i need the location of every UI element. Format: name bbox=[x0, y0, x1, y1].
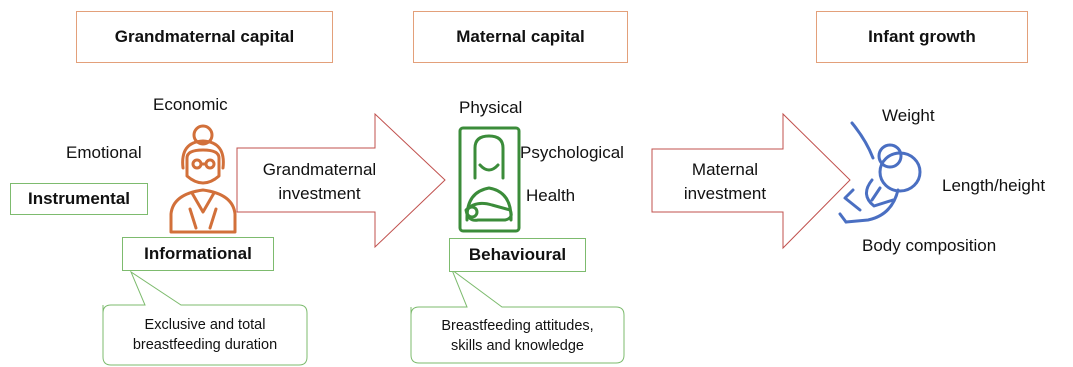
psychological-label: Psychological bbox=[520, 143, 624, 162]
grandmother-icon bbox=[169, 124, 237, 234]
callout-line: breastfeeding duration bbox=[132, 337, 278, 353]
infant-growth-header: Infant growth bbox=[816, 11, 1028, 63]
maternal-callout-shape bbox=[410, 268, 625, 364]
informational-box: Informational bbox=[122, 237, 274, 271]
length-height-label: Length/height bbox=[942, 176, 1046, 195]
instrumental-box: Instrumental bbox=[10, 183, 148, 215]
emotional-label: Emotional bbox=[66, 143, 142, 162]
grandmaternal-capital-header: Grandmaternal capital bbox=[76, 11, 333, 63]
arrow-text-line: Maternal bbox=[691, 160, 759, 179]
grandmaternal-callout-text: Exclusive and total breastfeeding durati… bbox=[103, 315, 307, 355]
behavioural-box: Behavioural bbox=[449, 238, 586, 272]
economic-label: Economic bbox=[153, 95, 228, 114]
arrow-text-line: investment bbox=[278, 184, 361, 203]
physical-label: Physical bbox=[459, 98, 523, 117]
mother-with-baby-icon bbox=[458, 126, 521, 233]
grandmaternal-callout-shape bbox=[102, 270, 308, 366]
arrow-text-line: investment bbox=[683, 184, 767, 203]
callout-line: skills and knowledge bbox=[451, 338, 584, 354]
callout-line: Breastfeeding attitudes, bbox=[441, 318, 594, 334]
maternal-investment-arrow bbox=[651, 112, 851, 250]
callout-line: Exclusive and total bbox=[144, 317, 266, 333]
grandmaternal-investment-arrow bbox=[236, 112, 446, 249]
weight-label: Weight bbox=[882, 106, 935, 125]
maternal-callout-text: Breastfeeding attitudes, skills and know… bbox=[411, 316, 624, 356]
maternal-capital-header: Maternal capital bbox=[413, 11, 628, 63]
infant-icon bbox=[838, 121, 922, 224]
body-composition-label: Body composition bbox=[862, 236, 997, 255]
health-label: Health bbox=[526, 186, 576, 205]
maternal-investment-label: Maternal investment bbox=[655, 158, 795, 206]
grandmaternal-investment-label: Grandmaternal investment bbox=[237, 158, 402, 206]
arrow-text-line: Grandmaternal bbox=[262, 160, 377, 179]
